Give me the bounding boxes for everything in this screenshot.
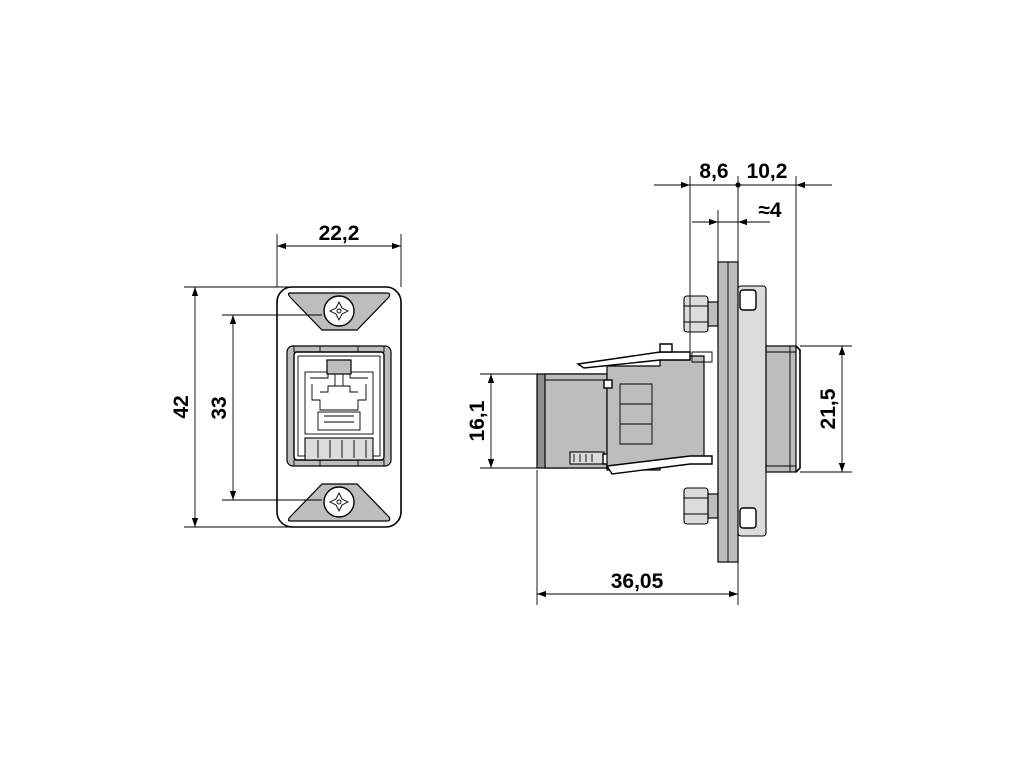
front-lower-torx-icon [328, 491, 350, 513]
dim-side-flange-front-label: 8,6 [699, 160, 728, 183]
front-upper-screw-icon [323, 295, 355, 327]
dim-front-width: 22,2 [276, 222, 402, 287]
front-housing [276, 286, 402, 528]
dim-front-height-screws-label: 33 [208, 396, 231, 419]
dim-front-height-outer-label: 42 [170, 395, 193, 418]
dim-front-height-screws: 33 [208, 314, 322, 501]
dim-side-panel-thickness-label: ≈4 [758, 199, 782, 222]
front-lower-screw-icon [323, 486, 355, 518]
dim-front-width-label: 22,2 [319, 222, 360, 245]
side-lower-nut-icon [683, 487, 719, 525]
front-view [276, 286, 402, 528]
dim-side-plug-height-label: 16,1 [466, 400, 489, 441]
dim-side-rear-height-label: 21,5 [817, 388, 840, 429]
side-view [536, 261, 801, 563]
side-housing [606, 355, 705, 471]
front-upper-torx-icon [328, 300, 350, 322]
dim-side-total-length: 36,05 [536, 470, 739, 605]
dim-side-total-length-label: 36,05 [611, 570, 664, 593]
side-upper-nut-icon [683, 295, 719, 333]
front-latch [304, 437, 374, 461]
dim-side-rear-height: 21,5 [800, 345, 852, 473]
side-rear-body [765, 345, 797, 473]
dim-side-panel-thickness: ≈4 [692, 199, 782, 262]
side-rear-flange [737, 285, 767, 537]
dim-front-height-outer: 42 [170, 286, 290, 528]
dim-side-plug-height: 16,1 [466, 373, 545, 469]
dim-side-flange-rear-label: 10,2 [747, 160, 788, 183]
side-plug-latch [569, 451, 605, 465]
